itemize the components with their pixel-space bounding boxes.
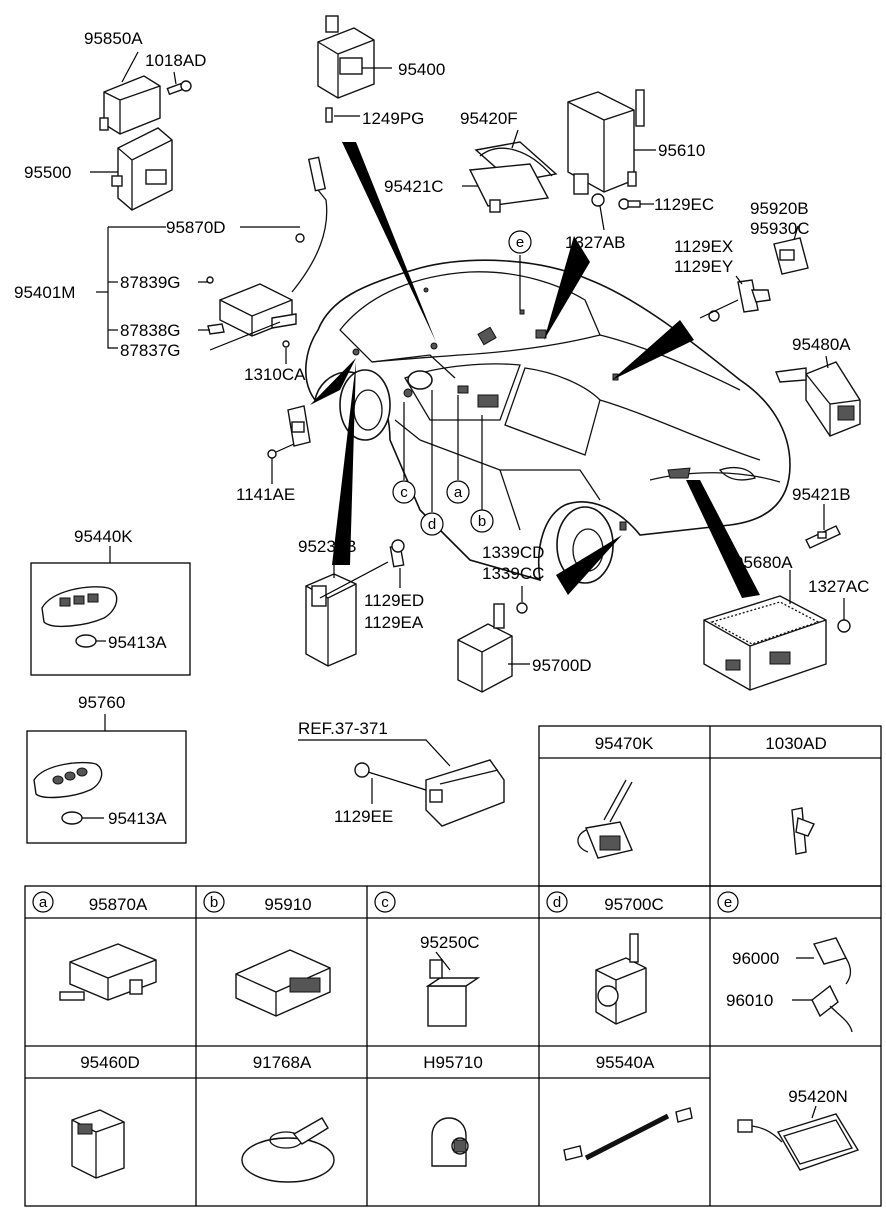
label-95480A: 95480A <box>792 335 851 354</box>
table-top-95470K: 95470K <box>595 734 654 753</box>
tag-a: a <box>39 894 48 911</box>
table-row2-95420N: 95420N <box>788 1087 848 1106</box>
label-1141AE: 1141AE <box>236 485 295 504</box>
switch-1141AE <box>267 405 311 459</box>
label-95930C: 95930C <box>750 219 810 238</box>
table-row2-95460D: 95460D <box>80 1053 140 1072</box>
smart-key-95440K <box>41 586 118 648</box>
key-95760 <box>33 761 103 825</box>
harness-95401M <box>206 156 328 348</box>
bolt-1129EC <box>618 198 641 210</box>
label-96000: 96000 <box>732 949 779 968</box>
label-95870D: 95870D <box>166 218 226 237</box>
table-row1-label-d: 95700C <box>604 895 664 914</box>
cell-1030AD-part <box>791 807 815 855</box>
callout-a: a <box>454 484 463 501</box>
cell-H95710-part <box>431 1117 469 1167</box>
cell-95540A-part <box>563 1107 693 1161</box>
bracket-95421C <box>468 163 550 213</box>
label-1129EX: 1129EX <box>674 237 733 256</box>
table-row1-tags: a b c d e <box>32 891 739 913</box>
label-95413A-2: 95413A <box>108 809 167 828</box>
tag-e: e <box>724 894 732 911</box>
label-95610: 95610 <box>658 141 705 160</box>
tag-b: b <box>210 894 218 911</box>
bracket-95421B <box>805 525 841 549</box>
label-1327AB: 1327AB <box>565 233 626 252</box>
label-1249PG: 1249PG <box>362 109 424 128</box>
label-1018AD: 1018AD <box>145 51 206 70</box>
label-95230B: 95230B <box>298 537 357 556</box>
cell-95460D-part <box>71 1109 125 1179</box>
sensor-95920B <box>773 237 809 275</box>
callout-d: d <box>428 516 436 533</box>
bracket-1129EX <box>699 279 771 322</box>
nut-1327AB <box>591 193 605 207</box>
label-95421B: 95421B <box>792 485 851 504</box>
label-95421C: 95421C <box>384 177 444 196</box>
pointer-wedges <box>310 142 760 598</box>
module-95680A <box>703 595 851 691</box>
cell-95470K-part <box>577 779 633 859</box>
callout-circles: c d a b e <box>392 230 532 536</box>
label-1310CA: 1310CA <box>244 365 306 384</box>
label-ref-37-371: REF.37-371 <box>298 719 388 738</box>
label-1129EA: 1129EA <box>364 613 424 632</box>
label-1129EC: 1129EC <box>654 195 714 214</box>
bolt-1018AD <box>166 80 192 96</box>
label-87837G: 87837G <box>120 341 181 360</box>
label-1129ED: 1129ED <box>364 591 424 610</box>
cell-91768A-part <box>241 1117 335 1183</box>
label-87838G: 87838G <box>120 321 181 340</box>
cell-95870A-part <box>59 943 157 1001</box>
label-95920B: 95920B <box>750 199 809 218</box>
label-1327AC: 1327AC <box>808 577 869 596</box>
label-95413A-1: 95413A <box>108 633 167 652</box>
cell-95420N-part <box>737 1113 860 1171</box>
cell-95700C-part <box>595 933 647 1025</box>
label-95760: 95760 <box>78 693 125 712</box>
label-95700D: 95700D <box>532 656 592 675</box>
part-labels: 95850A 1018AD 95500 95400 1249PG 95420F … <box>14 29 869 828</box>
relay-95700D <box>457 602 528 693</box>
callout-e: e <box>516 234 524 251</box>
label-1339CC: 1339CC <box>482 564 544 583</box>
cell-95910-part <box>235 949 331 1017</box>
label-1339CD: 1339CD <box>482 543 544 562</box>
label-87839G: 87839G <box>120 273 181 292</box>
bracket-ref-37-371 <box>354 759 505 827</box>
label-1129EE: 1129EE <box>334 807 393 826</box>
label-95500: 95500 <box>24 163 71 182</box>
module-95610 <box>567 89 645 195</box>
label-95400: 95400 <box>398 60 445 79</box>
table-top-1030AD: 1030AD <box>765 734 826 753</box>
label-95420F: 95420F <box>460 109 518 128</box>
table-row1-label-b: 95910 <box>264 895 311 914</box>
table-labels: 95470K 1030AD 95870A 95910 95700C 95250C… <box>80 734 848 1106</box>
relay-95230B <box>305 539 405 667</box>
parts-table <box>24 725 882 1207</box>
label-96010: 96010 <box>726 991 773 1010</box>
module-95480A <box>775 361 861 437</box>
tag-c: c <box>381 894 389 911</box>
cell-e-parts <box>811 937 853 1033</box>
table-row2-H95710: H95710 <box>423 1053 483 1072</box>
table-row1-label-a: 95870A <box>89 895 148 914</box>
label-95401M: 95401M <box>14 283 75 302</box>
module-95400 <box>317 15 375 123</box>
module-95850A <box>99 75 161 135</box>
label-95680A: 95680A <box>734 553 793 572</box>
tag-d: d <box>553 894 561 911</box>
cell-c-part <box>425 959 481 1027</box>
table-row2-95540A: 95540A <box>596 1053 655 1072</box>
module-95500 <box>111 127 173 211</box>
callout-b: b <box>478 513 486 530</box>
label-95250C: 95250C <box>420 933 480 952</box>
label-95850A: 95850A <box>84 29 143 48</box>
callout-c: c <box>400 484 408 501</box>
table-row2-91768A: 91768A <box>253 1053 312 1072</box>
label-1129EY: 1129EY <box>674 257 733 276</box>
label-95440K: 95440K <box>74 527 133 546</box>
